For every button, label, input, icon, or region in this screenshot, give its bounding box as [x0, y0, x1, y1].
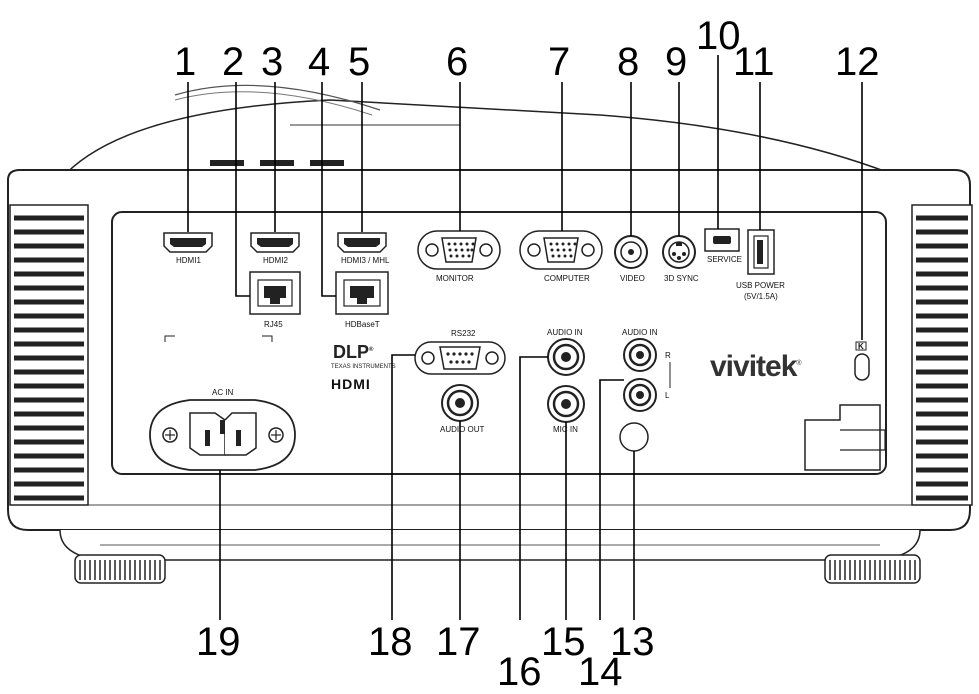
right-foot [824, 554, 921, 584]
hdmi3-label: HDMI3 / MHL [341, 256, 390, 265]
callout-7: 7 [548, 40, 571, 84]
video-label: VIDEO [620, 274, 645, 283]
callout-16: 16 [497, 650, 542, 694]
computer-in-port [519, 230, 603, 270]
callout-9: 9 [665, 40, 688, 84]
security-bar [804, 404, 886, 471]
texas-instruments-text: TEXAS INSTRUMENTS [331, 364, 396, 370]
vivitek-logo: vivitek® [710, 350, 802, 384]
hdmi2-label: HDMI2 [263, 256, 288, 265]
top-dome [59, 99, 931, 191]
callout-13: 13 [610, 620, 655, 664]
ir-receiver [619, 422, 649, 452]
usb-spec-label: (5V/1.5A) [744, 292, 778, 301]
audio-out-label: AUDIO OUT [440, 425, 485, 434]
mic-in-label: MIC IN [553, 425, 578, 434]
l-label: L [665, 391, 670, 400]
callout-10: 10 [696, 14, 741, 58]
hdbaset-label: HDBaseT [345, 320, 380, 329]
audio-in-2-label: AUDIO IN [622, 328, 658, 337]
mic-in-port [547, 385, 585, 423]
audio-out-port [441, 384, 479, 422]
computer-label: COMPUTER [544, 274, 590, 283]
callout-12: 12 [835, 40, 880, 84]
right-vent [911, 204, 973, 506]
hdmi1-port [163, 232, 213, 253]
audio-in-port-1 [547, 338, 585, 376]
hdbaset-port [335, 271, 389, 315]
dlp-text: DLP [333, 342, 369, 362]
callout-3: 3 [261, 40, 284, 84]
callout-8: 8 [617, 40, 640, 84]
callout-14: 14 [578, 650, 623, 694]
3d-sync-label: 3D SYNC [664, 274, 699, 283]
service-label: SERVICE [707, 255, 742, 264]
dlp-logo: DLP® [333, 342, 373, 363]
service-port [704, 228, 740, 252]
usb-power-port [747, 229, 775, 275]
monitor-out-port [417, 230, 501, 270]
callout-2: 2 [222, 40, 245, 84]
rs232-label: RS232 [451, 329, 476, 338]
dlp-reg: ® [369, 347, 374, 353]
rs232-port [414, 341, 506, 375]
audio-in-1-label: AUDIO IN [547, 328, 583, 337]
r-label: R [665, 351, 671, 360]
kensington-label: K [858, 342, 864, 351]
ac-in-label: AC IN [212, 388, 234, 397]
usb-power-label: USB POWER [736, 281, 785, 290]
hdmi-logo: HDMI [331, 376, 371, 392]
monitor-label: MONITOR [436, 274, 474, 283]
rj45-port [249, 271, 301, 315]
video-port [614, 235, 648, 269]
ac-inlet [149, 399, 296, 471]
kensington-lock [854, 341, 870, 381]
audio-in-r-port [623, 338, 657, 372]
callout-11: 11 [733, 40, 775, 84]
audio-in-l-port [623, 378, 657, 412]
callout-15: 15 [541, 620, 586, 664]
hdmi2-port [250, 232, 300, 253]
vivitek-reg: ® [796, 360, 801, 367]
left-vent [9, 204, 89, 506]
io-panel [111, 211, 887, 475]
vivitek-text: vivitek [710, 350, 797, 383]
callout-18: 18 [368, 620, 413, 664]
callout-6: 6 [446, 40, 469, 84]
callout-1: 1 [174, 40, 197, 84]
3d-sync-port [662, 235, 696, 269]
callout-19: 19 [196, 620, 241, 664]
callout-leader-lines [187, 55, 863, 620]
callout-5: 5 [348, 40, 371, 84]
hdmi3-port [337, 232, 387, 253]
rj45-label: RJ45 [264, 320, 283, 329]
hdmi1-label: HDMI1 [176, 256, 201, 265]
callout-17: 17 [436, 620, 481, 664]
callout-4: 4 [308, 40, 331, 84]
